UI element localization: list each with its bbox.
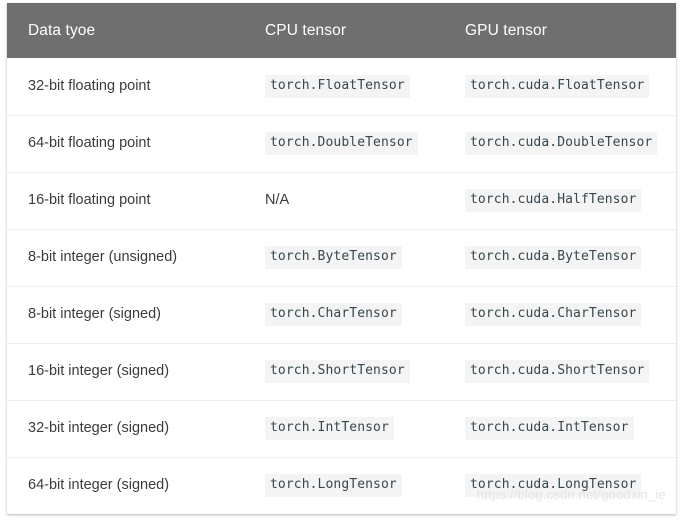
cell-gpu-tensor: torch.cuda.IntTensor <box>444 400 676 457</box>
table-row: 64-bit integer (signed) torch.LongTensor… <box>7 457 676 514</box>
tensor-types-table-card: Data tyoe CPU tensor GPU tensor 32-bit f… <box>7 3 676 514</box>
cell-gpu-tensor: torch.cuda.DoubleTensor <box>444 115 676 172</box>
cell-data-type: 8-bit integer (signed) <box>28 305 161 322</box>
table-row: 32-bit integer (signed) torch.IntTensor … <box>7 400 676 457</box>
table-row: 64-bit floating point torch.DoubleTensor… <box>7 115 676 172</box>
tensor-types-table: Data tyoe CPU tensor GPU tensor 32-bit f… <box>7 3 676 514</box>
table-row: 8-bit integer (signed) torch.CharTensor … <box>7 286 676 343</box>
code-chip: torch.cuda.FloatTensor <box>465 74 650 98</box>
table-header: Data tyoe CPU tensor GPU tensor <box>7 3 676 58</box>
table-header-row: Data tyoe CPU tensor GPU tensor <box>7 3 676 58</box>
cell-gpu-tensor: torch.cuda.HalfTensor <box>444 172 676 229</box>
table-body: 32-bit floating point torch.FloatTensor … <box>7 58 676 514</box>
cell-data-type: 64-bit integer (signed) <box>28 477 170 494</box>
cell-data-type: 32-bit integer (signed) <box>28 419 170 436</box>
column-header-cpu-tensor: CPU tensor <box>265 21 347 39</box>
code-chip: torch.CharTensor <box>265 303 402 326</box>
cell-gpu-tensor: torch.cuda.LongTensor <box>444 457 676 514</box>
code-chip: torch.cuda.HalfTensor <box>465 189 642 212</box>
not-available-value: N/A <box>265 191 290 208</box>
cell-cpu-tensor: torch.LongTensor <box>244 457 444 514</box>
code-chip: torch.cuda.DoubleTensor <box>465 132 658 155</box>
code-chip: torch.ByteTensor <box>265 246 402 269</box>
cell-cpu-tensor: torch.FloatTensor <box>244 58 444 115</box>
code-chip: torch.cuda.IntTensor <box>465 417 634 440</box>
cell-data-type: 16-bit floating point <box>28 191 151 208</box>
table-row: 16-bit floating point N/A torch.cuda.Hal… <box>7 172 676 229</box>
cell-cpu-tensor: torch.DoubleTensor <box>244 115 444 172</box>
column-header-gpu-tensor: GPU tensor <box>465 21 547 39</box>
table-row: 32-bit floating point torch.FloatTensor … <box>7 58 676 115</box>
table-row: 8-bit integer (unsigned) torch.ByteTenso… <box>7 229 676 286</box>
cell-data-type: 16-bit integer (signed) <box>28 362 170 379</box>
cell-cpu-tensor: N/A <box>244 172 444 229</box>
code-chip: torch.IntTensor <box>265 417 394 440</box>
code-chip: torch.cuda.CharTensor <box>465 303 642 326</box>
code-chip: torch.LongTensor <box>265 474 402 498</box>
cell-data-type: 8-bit integer (unsigned) <box>28 248 178 265</box>
cell-cpu-tensor: torch.CharTensor <box>244 286 444 343</box>
cell-cpu-tensor: torch.ByteTensor <box>244 229 444 286</box>
code-chip: torch.cuda.LongTensor <box>465 474 642 498</box>
code-chip: torch.FloatTensor <box>265 74 410 98</box>
cell-data-type: 32-bit floating point <box>28 77 151 94</box>
code-chip: torch.cuda.ShortTensor <box>465 360 650 383</box>
cell-cpu-tensor: torch.IntTensor <box>244 400 444 457</box>
cell-gpu-tensor: torch.cuda.CharTensor <box>444 286 676 343</box>
column-header-data-type: Data tyoe <box>28 21 96 39</box>
code-chip: torch.DoubleTensor <box>265 132 418 155</box>
cell-gpu-tensor: torch.cuda.ShortTensor <box>444 343 676 400</box>
cell-gpu-tensor: torch.cuda.FloatTensor <box>444 58 676 115</box>
table-row: 16-bit integer (signed) torch.ShortTenso… <box>7 343 676 400</box>
cell-data-type: 64-bit floating point <box>28 134 151 151</box>
code-chip: torch.ShortTensor <box>265 360 410 383</box>
cell-gpu-tensor: torch.cuda.ByteTensor <box>444 229 676 286</box>
code-chip: torch.cuda.ByteTensor <box>465 246 642 269</box>
cell-cpu-tensor: torch.ShortTensor <box>244 343 444 400</box>
